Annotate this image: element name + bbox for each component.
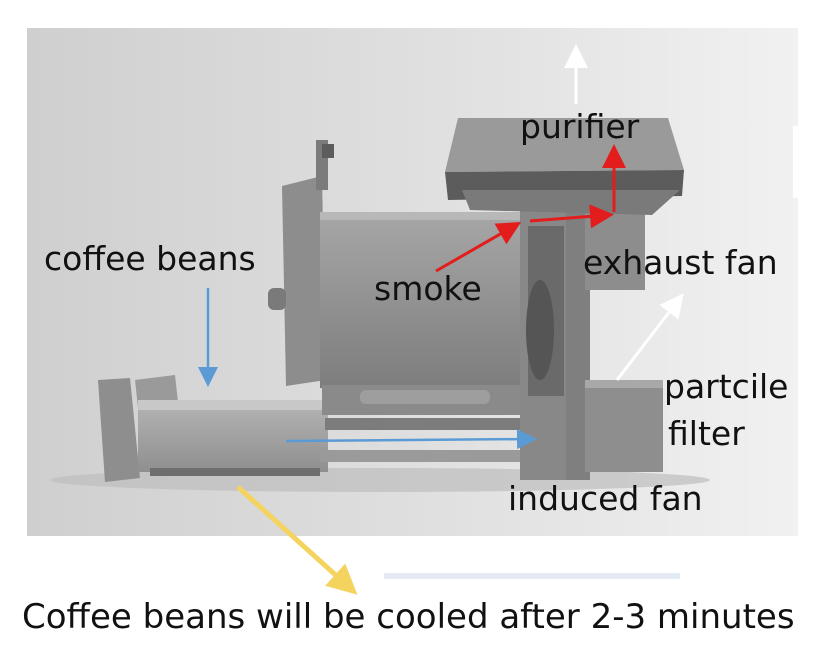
smoke-horizontal-arrow xyxy=(529,204,614,229)
label-partcile: partcile xyxy=(664,367,789,406)
front-panel xyxy=(268,140,334,386)
roasting-drum xyxy=(320,212,535,430)
beans-flow-arrow xyxy=(285,429,537,450)
particle-filter-box xyxy=(585,380,663,472)
label-exhaust-fan: exhaust fan xyxy=(583,243,778,282)
cooling-arrow xyxy=(236,485,358,595)
label-induced-fan: induced fan xyxy=(508,479,703,518)
label-smoke: smoke xyxy=(374,269,482,308)
faint-text-remnant xyxy=(384,573,680,579)
cooling-tray xyxy=(98,375,540,482)
caption: Coffee beans will be cooled after 2-3 mi… xyxy=(22,597,795,637)
label-coffee-beans: coffee beans xyxy=(44,239,256,278)
filter-exhaust-arrow xyxy=(615,293,684,381)
label-filter: filter xyxy=(668,414,745,453)
smoke-arrow xyxy=(435,222,522,273)
label-purifier: purifier xyxy=(520,107,640,146)
white-notch xyxy=(793,126,803,198)
